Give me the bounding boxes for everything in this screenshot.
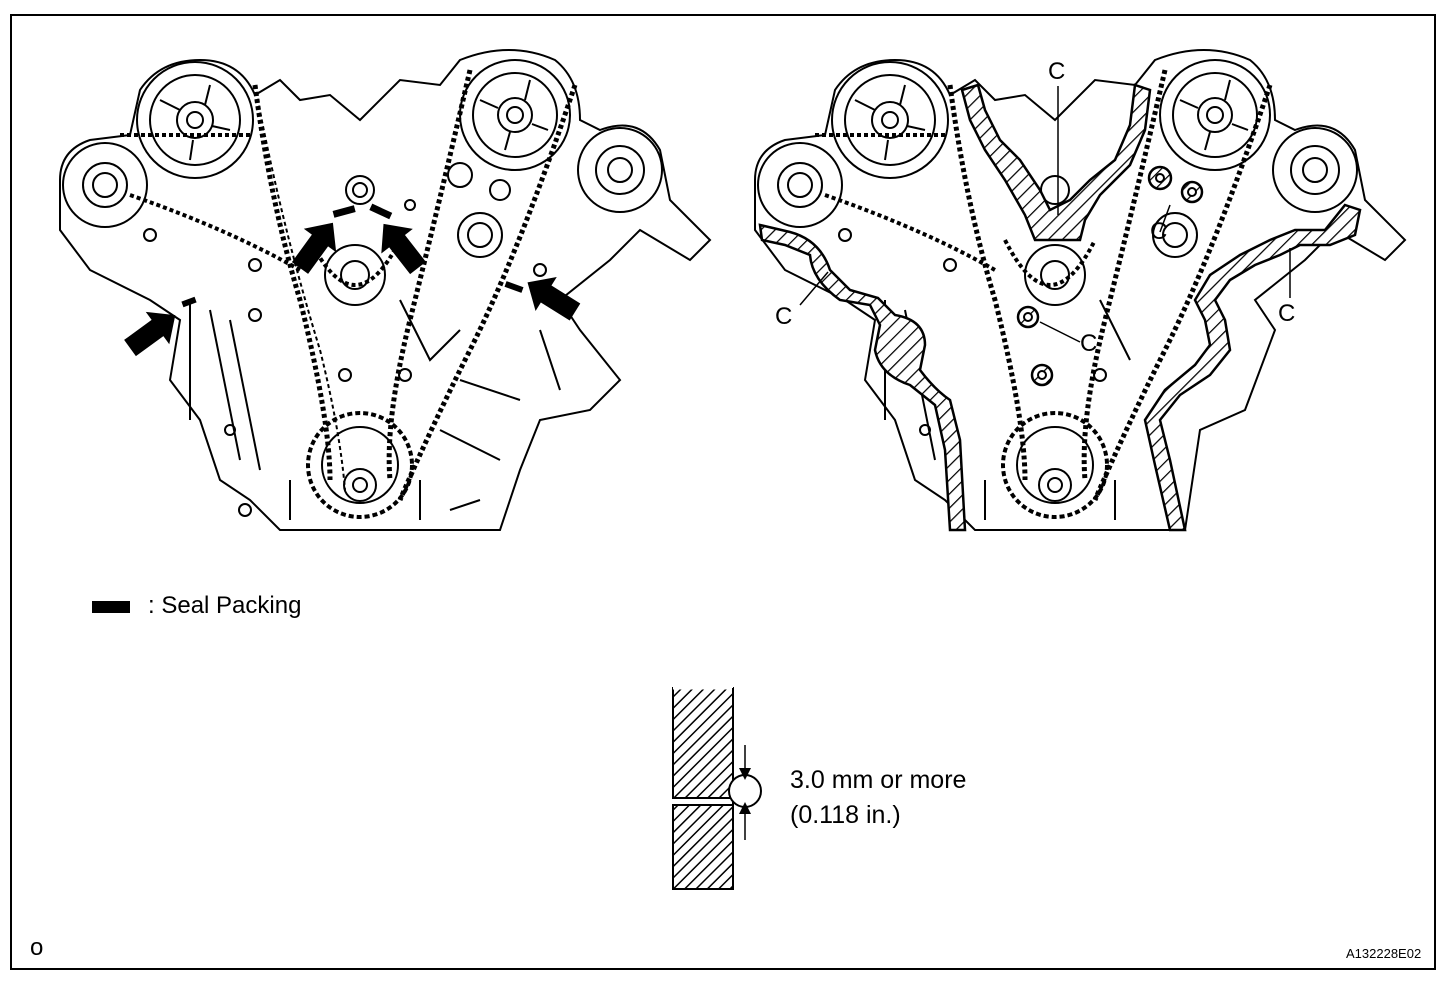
legend-seal-packing-label: : Seal Packing (148, 592, 302, 619)
sealant-beads (758, 83, 1362, 532)
figure-frame (10, 14, 1436, 970)
callout-c-center-lower: C (1080, 330, 1098, 357)
figure-id: A132228E02 (1346, 946, 1422, 961)
arrow-center-right (381, 223, 426, 275)
callout-c-top: C (1048, 58, 1066, 85)
left-engine-view (59, 49, 712, 531)
arrow-left (124, 311, 176, 357)
bead-ring-centers (1023, 173, 1197, 380)
seal-packing-swatch (92, 601, 130, 613)
callout-c-center-upper: C (1150, 218, 1168, 245)
callout-leaders (799, 86, 1291, 343)
arrow-center-left (291, 222, 337, 274)
bead-spec-imperial: (0.118 in.) (790, 801, 901, 829)
bead-right (1143, 203, 1362, 532)
corner-mark: o (30, 934, 44, 961)
arrow-right (527, 277, 581, 321)
callout-c-left: C (775, 303, 793, 330)
bead-spec-metric: 3.0 mm or more (790, 766, 967, 794)
bead-left (758, 223, 967, 532)
seal-packing-marks (181, 203, 524, 308)
bead-size-detail (672, 686, 762, 890)
seal-packing-arrows (124, 222, 581, 357)
callout-c-right: C (1278, 300, 1296, 327)
bead-center (960, 83, 1152, 242)
